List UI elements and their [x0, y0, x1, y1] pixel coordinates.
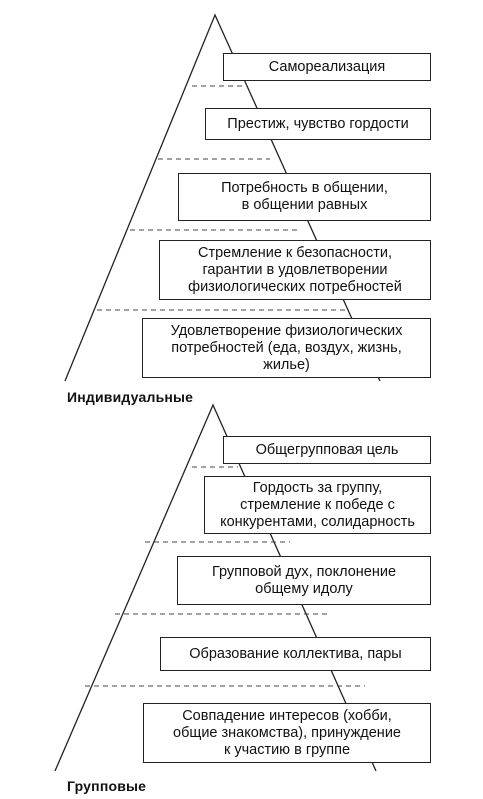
level-box-collective: Образование коллектива, пары [160, 637, 431, 671]
pyramid-caption-individual: Индивидуальные [67, 389, 194, 405]
pyramid-caption-group: Групповые [67, 778, 147, 794]
level-label: Общегрупповая цель [255, 441, 399, 458]
level-label: Самореализация [268, 58, 386, 75]
level-label: Образование коллектива, пары [189, 645, 402, 662]
level-box-shared-interests: Совпадение интересов (хобби, общие знако… [143, 703, 431, 763]
level-box-physiological: Удовлетворение физиологических потребнос… [142, 318, 431, 378]
level-label: Совпадение интересов (хобби, общие знако… [173, 707, 401, 758]
level-label: Гордость за группу, стремление к победе … [220, 479, 415, 530]
level-label: Престиж, чувство гордости [227, 115, 409, 132]
level-label: Удовлетворение физиологических потребнос… [170, 322, 403, 373]
level-label: Потребность в общении, в общении равных [221, 180, 388, 213]
level-box-communication: Потребность в общении, в общении равных [178, 173, 431, 221]
level-label: Групповой дух, поклонение общему идолу [211, 563, 397, 597]
level-box-prestige: Престиж, чувство гордости [205, 108, 431, 140]
level-box-group-spirit: Групповой дух, поклонение общему идолу [177, 556, 431, 605]
level-label: Стремление к безопасности, гарантии в уд… [188, 244, 402, 295]
level-box-group-goal: Общегрупповая цель [223, 436, 431, 464]
level-box-safety: Стремление к безопасности, гарантии в уд… [159, 240, 431, 300]
level-box-self-actualization: Самореализация [223, 53, 431, 81]
level-box-group-pride: Гордость за группу, стремление к победе … [204, 476, 431, 534]
